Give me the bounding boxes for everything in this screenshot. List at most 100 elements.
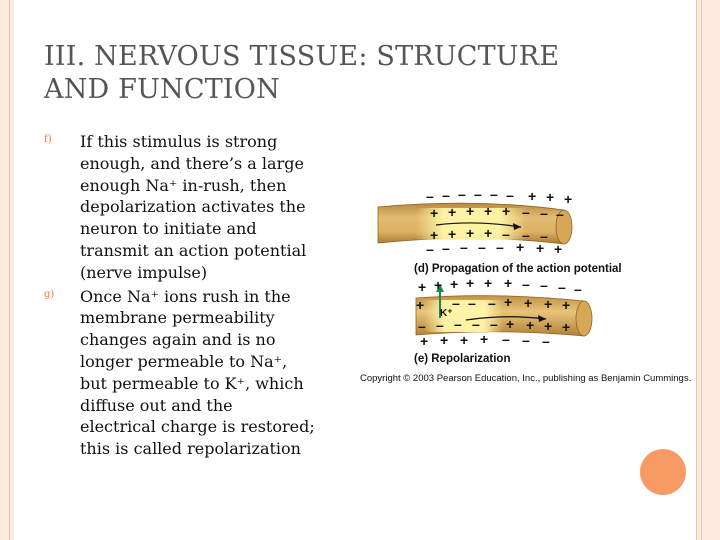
propagation-arrow-d	[435, 222, 522, 228]
svg-text:+: +	[440, 332, 448, 348]
svg-text:–: –	[506, 187, 514, 203]
bullet-f-line: If this stimulus is strong	[80, 132, 278, 151]
svg-text:–: –	[522, 204, 530, 220]
svg-text:–: –	[458, 186, 466, 202]
bullet-g-line: diffuse out and the	[80, 395, 233, 415]
svg-text:+: +	[544, 296, 552, 312]
svg-text:–: –	[426, 188, 434, 204]
svg-text:–: –	[442, 240, 450, 256]
svg-text:+: +	[448, 204, 456, 220]
svg-text:+: +	[554, 241, 562, 257]
svg-text:+: +	[504, 275, 512, 291]
bullet-g-line: this is called repolarization	[80, 439, 301, 459]
svg-text:–: –	[558, 279, 566, 295]
caption-propagation: (d) Propagation of the action potential	[414, 263, 622, 275]
bullet-marker-g: g)	[44, 288, 55, 300]
svg-text:+: +	[504, 294, 512, 310]
svg-text:+: +	[466, 203, 474, 219]
bullet-g-line: longer permeable to Na⁺,	[80, 351, 288, 371]
svg-text:+: +	[562, 319, 570, 335]
svg-text:–: –	[468, 295, 476, 311]
svg-text:–: –	[540, 228, 548, 244]
action-potential-figure: – – – – – – + + + + + + + + – – – + + + …	[360, 186, 691, 384]
svg-text:+: +	[484, 225, 492, 241]
svg-text:–: –	[478, 239, 486, 255]
svg-text:–: –	[460, 239, 468, 255]
bullet-g-line: Once Na⁺ ions rush in the	[80, 286, 291, 306]
figure-copyright: Copyright © 2003 Pearson Education, Inc.…	[360, 373, 691, 384]
svg-text:+: +	[416, 297, 424, 313]
svg-text:+: +	[544, 318, 552, 334]
svg-text:–: –	[488, 295, 496, 311]
svg-text:+: +	[466, 225, 474, 241]
svg-text:+: +	[460, 332, 468, 348]
svg-text:+: +	[430, 227, 438, 243]
svg-text:–: –	[436, 317, 444, 333]
svg-text:–: –	[522, 227, 530, 243]
svg-text:+: +	[536, 240, 544, 256]
decorative-orange-circle	[640, 449, 686, 495]
svg-text:+: +	[516, 239, 524, 255]
svg-text:+: +	[524, 295, 532, 311]
slide-title: III. NERVOUS TISSUE: STRUCTURE AND FUNCT…	[44, 40, 684, 106]
svg-text:+: +	[434, 277, 442, 293]
svg-text:–: –	[490, 186, 498, 202]
svg-text:–: –	[574, 281, 582, 297]
svg-text:+: +	[564, 191, 572, 207]
svg-text:–: –	[418, 318, 426, 334]
bullet-list: f) If this stimulus is strong enough, an…	[44, 131, 324, 460]
svg-text:+: +	[484, 275, 492, 291]
svg-text:+: +	[448, 226, 456, 242]
slide-title-line-1: III. NERVOUS TISSUE: STRUCTURE	[44, 41, 560, 72]
svg-text:–: –	[540, 277, 548, 293]
caption-repolarization: (e) Repolarization	[414, 353, 510, 365]
svg-text:+: +	[562, 297, 570, 313]
svg-text:–: –	[454, 316, 462, 332]
svg-text:–: –	[542, 333, 550, 349]
charge-signs-e: + + + + + + – – – – + – – – + + + + – – …	[416, 275, 582, 349]
bullet-f-line: enough, and there’s a large	[80, 153, 304, 173]
svg-text:+: +	[430, 205, 438, 221]
bullet-f-line: enough Na⁺ in-rush, then	[80, 175, 287, 195]
svg-text:+: +	[484, 203, 492, 219]
bullet-g-line: but permeable to K⁺, which	[80, 373, 304, 393]
svg-text:+: +	[420, 333, 428, 349]
svg-text:–: –	[442, 187, 450, 203]
svg-text:–: –	[472, 316, 480, 332]
right-decorative-border	[696, 0, 720, 540]
bullet-g: g) Once Na⁺ ions rush in the membrane pe…	[44, 286, 324, 460]
bullet-f-line: neuron to initiate and	[80, 219, 257, 239]
svg-text:–: –	[496, 239, 504, 255]
svg-text:–: –	[540, 205, 548, 221]
svg-text:+: +	[418, 279, 426, 295]
bullet-g-line: electrical charge is restored;	[80, 417, 315, 437]
bullet-marker-f: f)	[44, 134, 52, 145]
svg-text:–: –	[502, 226, 510, 242]
bullet-f-line: depolarization activates the	[80, 197, 306, 217]
svg-text:–: –	[474, 186, 482, 202]
svg-text:–: –	[522, 332, 530, 348]
svg-text:+: +	[546, 189, 554, 205]
svg-text:+: +	[450, 276, 458, 292]
svg-text:+: +	[466, 275, 474, 291]
slide-title-line-2: AND FUNCTION	[44, 74, 280, 105]
bullet-g-line: changes again and is no	[80, 330, 276, 350]
svg-text:–: –	[426, 241, 434, 257]
bullet-f: f) If this stimulus is strong enough, an…	[44, 131, 324, 284]
svg-text:–: –	[522, 276, 530, 292]
axon-repolarization: K⁺	[415, 284, 593, 337]
bullet-f-line: transmit an action potential	[80, 240, 307, 260]
svg-text:–: –	[556, 206, 564, 222]
svg-text:–: –	[452, 295, 460, 311]
axon-propagation	[377, 202, 573, 245]
svg-text:+: +	[480, 331, 488, 347]
svg-text:–: –	[502, 331, 510, 347]
svg-text:+: +	[528, 188, 536, 204]
potassium-label: K⁺	[440, 308, 453, 319]
charge-signs-d: – – – – – – + + + + + + + + – – – + + + …	[426, 186, 572, 257]
left-decorative-border	[0, 0, 14, 540]
bullet-g-line: membrane permeability	[80, 308, 275, 328]
svg-text:+: +	[506, 316, 514, 332]
svg-text:+: +	[502, 203, 510, 219]
svg-text:–: –	[490, 316, 498, 332]
